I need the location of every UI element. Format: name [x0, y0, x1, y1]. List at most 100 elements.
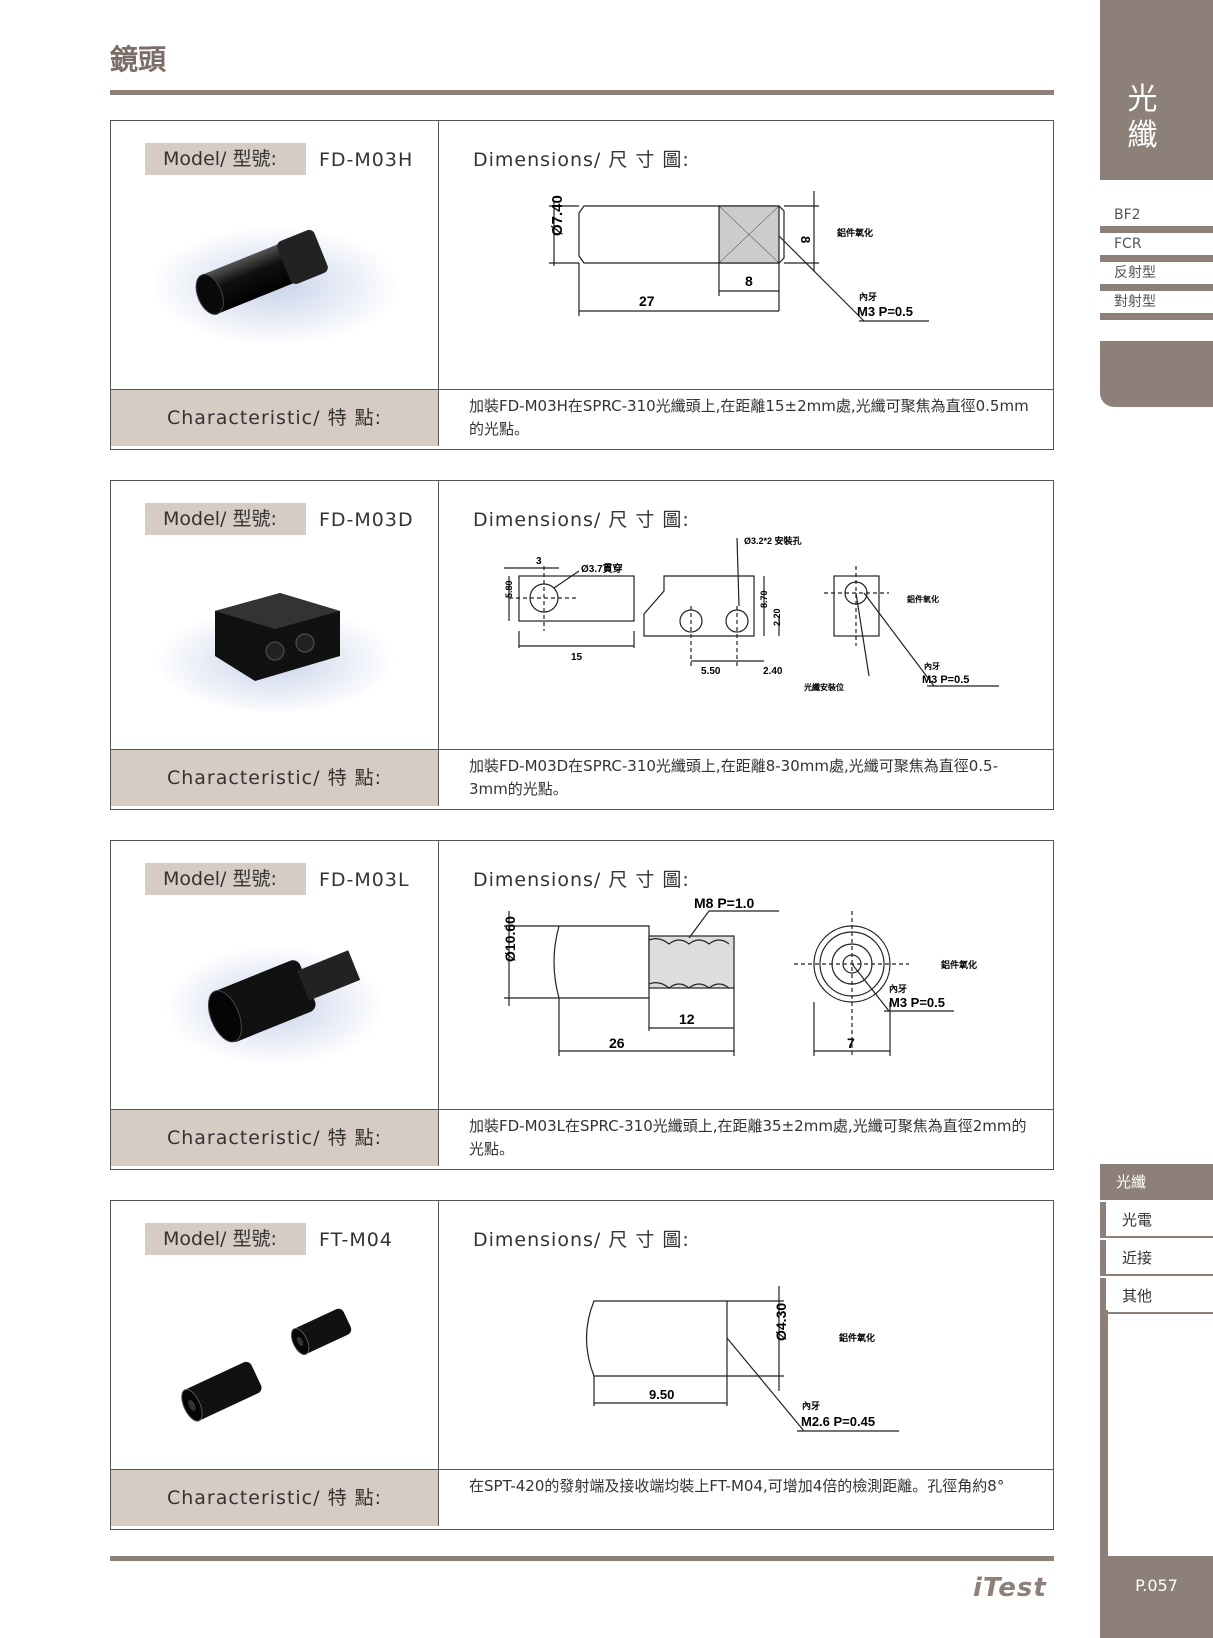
- product-block-fd-m03l: Model/ 型號: FD-M03L Dimensions/ 尺 寸 圖:: [110, 840, 1054, 1170]
- dim-thread: M2.6 P=0.45: [801, 1414, 875, 1429]
- page-title: 鏡頭: [110, 43, 167, 76]
- dim-block-width: 15: [571, 652, 583, 663]
- characteristic-row: Characteristic/ 特 點: 加裝FD-M03L在SPRC-310光…: [111, 1109, 1053, 1167]
- dim-mount-holes: Ø3.2*2 安裝孔: [744, 536, 802, 546]
- product-block-ft-m04: Model/ 型號: FT-M04 Dimensions/ 尺 寸 圖:: [110, 1200, 1054, 1530]
- dimensions-cell: Dimensions/ 尺 寸 圖:: [439, 481, 1053, 749]
- model-label: Model/ 型號:: [145, 143, 306, 175]
- dimensions-label: Dimensions/ 尺 寸 圖:: [473, 869, 690, 891]
- product-photo: [165, 946, 385, 1066]
- dim-finish: 鋁件氧化: [836, 227, 873, 238]
- dim-through-hole: Ø3.7貫穿: [581, 562, 623, 575]
- sidebar-category-label: 光纖: [1100, 82, 1185, 154]
- dim-diameter: Ø4.30: [773, 1303, 789, 1341]
- sidebar-category-char: 纖: [1127, 118, 1158, 153]
- product-info-cell: Model/ 型號: FD-M03L: [111, 841, 439, 1109]
- model-value: FD-M03D: [319, 509, 414, 531]
- characteristic-text: 加裝FD-M03D在SPRC-310光纖頭上,在距離8-30mm處,光纖可聚焦為…: [469, 757, 999, 798]
- characteristic-text: 加裝FD-M03H在SPRC-310光纖頭上,在距離15±2mm處,光纖可聚焦為…: [469, 397, 1029, 438]
- dimensions-label: Dimensions/ 尺 寸 圖:: [473, 149, 690, 171]
- sidebar-category-text: 光纖: [1100, 82, 1185, 154]
- dim-thread: M3 P=0.5: [922, 674, 969, 686]
- bottom-rule: [110, 1556, 1054, 1561]
- sidebar-category-char: 光: [1127, 82, 1158, 117]
- dim-thread: M3 P=0.5: [889, 995, 945, 1010]
- dim-thread: M3 P=0.5: [857, 304, 913, 319]
- sidebar-tab-tail: [1100, 341, 1213, 407]
- section-other[interactable]: 其他: [1100, 1278, 1213, 1314]
- model-label: Model/ 型號:: [145, 503, 306, 535]
- page-number: P.057: [1100, 1556, 1213, 1638]
- characteristic-label: Characteristic/ 特 點:: [111, 750, 439, 806]
- model-label: Model/ 型號:: [145, 863, 306, 895]
- sidebar-item-fcr[interactable]: FCR: [1100, 233, 1213, 262]
- dim-pitch-1: 5.50: [701, 666, 721, 677]
- dim-height-2: 8.70: [759, 590, 769, 608]
- dim-thread-label: 內牙: [859, 291, 877, 302]
- section-fiber[interactable]: 光纖: [1100, 1164, 1213, 1200]
- title-rule: [110, 90, 1054, 95]
- dim-thread-label: 內牙: [889, 983, 907, 994]
- section-photoelectric[interactable]: 光電: [1100, 1202, 1213, 1238]
- dim-diameter: Ø10.60: [502, 916, 518, 962]
- dim-thread-length: 12: [679, 1011, 695, 1027]
- dim-thread-label: 內牙: [802, 1400, 820, 1411]
- dim-finish: 鋁件氧化: [907, 594, 939, 604]
- dim-pitch-2: 2.40: [763, 666, 783, 677]
- dim-fiber-position: 光纖安裝位: [803, 682, 844, 692]
- dimension-drawing: Ø7.40 8 鋁件氧化 8 27 內牙 M3 P=0.5: [549, 191, 929, 322]
- characteristic-text: 在SPT-420的發射端及接收端均裝上FT-M04,可增加4倍的檢測距離。孔徑角…: [469, 1477, 1005, 1495]
- characteristic-row: Characteristic/ 特 點: 加裝FD-M03H在SPRC-310光…: [111, 389, 1053, 447]
- dim-knurl-length: 8: [745, 273, 753, 289]
- dim-external-thread: M8 P=1.0: [694, 896, 755, 911]
- dimensions-cell: Dimensions/ 尺 寸 圖: Ø4.30 鋁件氧化 9.50 內牙 M2…: [439, 1201, 1053, 1469]
- sidebar-item-reflective[interactable]: 反射型: [1100, 262, 1213, 291]
- product-photo: [150, 226, 400, 346]
- dim-finish: 鋁件氧化: [940, 959, 977, 970]
- product-photo: [155, 593, 395, 711]
- characteristic-label: Characteristic/ 特 點:: [111, 390, 439, 446]
- dimensions-cell: Dimensions/ 尺 寸 圖: Ø7.: [439, 121, 1053, 389]
- characteristic-row: Characteristic/ 特 點: 在SPT-420的發射端及接收端均裝上…: [111, 1469, 1053, 1527]
- sidebar-item-bf2[interactable]: BF2: [1100, 204, 1213, 233]
- product-block-fd-m03d: Model/ 型號: FD-M03D Dimensions/ 尺 寸 圖:: [110, 480, 1054, 810]
- dimension-drawing: Ø10.60 M8 P=1.0 12 26 7 鋁件氧化 內牙 M3 P=0.5: [502, 896, 977, 1056]
- product-info-cell: Model/ 型號: FD-M03D: [111, 481, 439, 749]
- dim-depth: 7: [847, 1035, 855, 1051]
- model-value: FD-M03L: [319, 869, 410, 891]
- dim-length: 26: [609, 1035, 625, 1051]
- dimensions-label: Dimensions/ 尺 寸 圖:: [473, 1229, 690, 1251]
- characteristic-label: Characteristic/ 特 點:: [111, 1470, 439, 1526]
- characteristic-row: Characteristic/ 特 點: 加裝FD-M03D在SPRC-310光…: [111, 749, 1053, 807]
- dim-length: 9.50: [649, 1387, 674, 1402]
- dim-length: 27: [639, 293, 655, 309]
- product-block-fd-m03h: Model/ 型號: FD-M03H Dimensions/ 尺 寸 圖:: [110, 120, 1054, 450]
- dimension-drawing: 3 Ø3.7貫穿 5.80 15 Ø3.2*2 安裝孔 8.70 2.20 5.…: [504, 536, 999, 692]
- dim-finish: 鋁件氧化: [838, 1332, 875, 1343]
- sidebar-subnav: BF2 FCR 反射型 對射型 鏡頭: [1100, 204, 1213, 349]
- model-value: FD-M03H: [319, 149, 414, 171]
- product-photo: [181, 1308, 352, 1422]
- sidebar-item-through-beam[interactable]: 對射型: [1100, 291, 1213, 320]
- dim-offset: 3: [536, 556, 542, 567]
- product-info-cell: Model/ 型號: FT-M04: [111, 1201, 439, 1469]
- section-proximity[interactable]: 近接: [1100, 1240, 1213, 1276]
- dim-block-height: 5.80: [504, 580, 514, 598]
- dimensions-cell: Dimensions/ 尺 寸 圖:: [439, 841, 1053, 1109]
- dimensions-label: Dimensions/ 尺 寸 圖:: [473, 509, 690, 531]
- sidebar-item-lens[interactable]: 鏡頭: [1114, 323, 1142, 339]
- dim-height-3: 2.20: [772, 608, 782, 626]
- sidebar-category-tab[interactable]: [1100, 0, 1213, 180]
- dim-diameter: Ø7.40: [549, 195, 566, 236]
- sidebar-bottom-bar: [1100, 1310, 1213, 1638]
- product-info-cell: Model/ 型號: FD-M03H: [111, 121, 439, 389]
- model-value: FT-M04: [319, 1229, 393, 1251]
- dim-thread-label: 內牙: [924, 661, 940, 671]
- dim-height: 8: [798, 236, 813, 243]
- characteristic-label: Characteristic/ 特 點:: [111, 1110, 439, 1166]
- brand-logo: iTest: [973, 1573, 1047, 1603]
- sidebar-sections: 光纖 光電 近接 其他: [1100, 1164, 1213, 1316]
- model-label: Model/ 型號:: [145, 1223, 306, 1255]
- characteristic-text: 加裝FD-M03L在SPRC-310光纖頭上,在距離35±2mm處,光纖可聚焦為…: [469, 1117, 1027, 1158]
- dimension-drawing: Ø4.30 鋁件氧化 9.50 內牙 M2.6 P=0.45: [585, 1286, 899, 1432]
